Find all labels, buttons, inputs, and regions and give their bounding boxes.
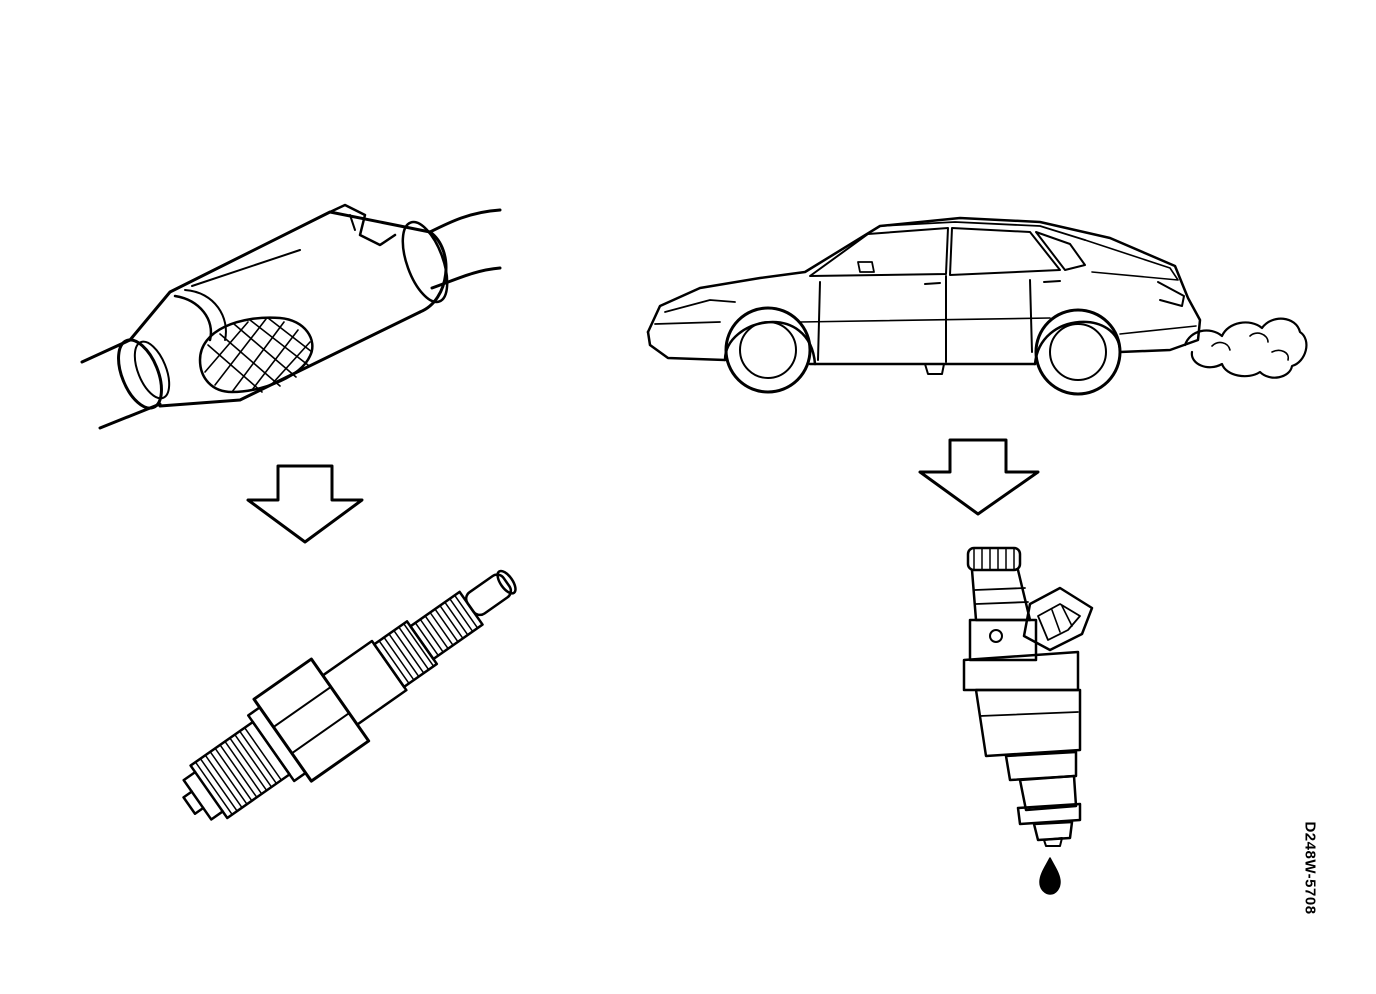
down-arrow-icon-right (918, 438, 1040, 516)
fuel-injector-illustration (962, 546, 1094, 847)
spark-plug-illustration (182, 569, 517, 821)
catalytic-converter-illustration (80, 203, 502, 430)
exhaust-smoke-illustration (1183, 317, 1308, 379)
down-arrow-icon-left (246, 464, 364, 544)
fuel-drip-icon (1039, 857, 1061, 895)
car-illustration (646, 216, 1202, 396)
figure-code-label: D248W-5708 (1301, 821, 1319, 915)
